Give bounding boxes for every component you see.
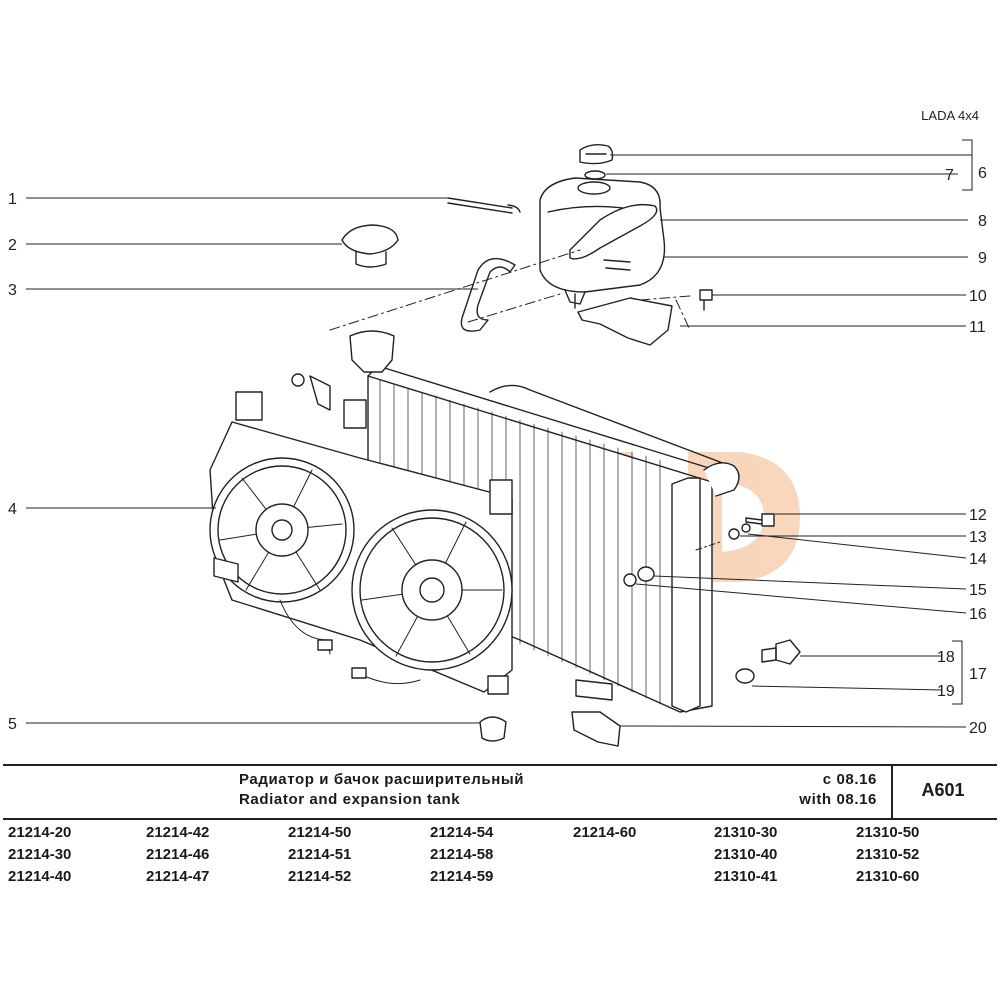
- radiator-cap: [341, 224, 399, 268]
- model-code: 21214-40: [8, 868, 72, 885]
- callout-10: 10: [969, 288, 987, 305]
- date-en: with 08.16: [799, 791, 877, 808]
- radiator-hose: [460, 257, 516, 332]
- callout-12: 12: [969, 507, 987, 524]
- model-code: 21310-52: [856, 846, 920, 863]
- callout-8: 8: [978, 213, 987, 230]
- callout-4: 4: [8, 501, 17, 518]
- model-code: 21214-46: [146, 846, 210, 863]
- model-code: 21214-54: [430, 824, 494, 841]
- model-column: 21310-30 21310-40 21310-41: [714, 822, 777, 888]
- callout-16: 16: [969, 606, 987, 623]
- tank-cap: [579, 143, 614, 165]
- drain-plug: [761, 639, 801, 665]
- callout-3: 3: [8, 282, 17, 299]
- mounting-bolt: [695, 513, 775, 551]
- model-code: 21214-47: [146, 868, 210, 885]
- radiator: [291, 330, 740, 713]
- fan-grommet: [479, 716, 507, 742]
- callout-1: 1: [8, 191, 17, 208]
- leader-lines: [26, 139, 973, 728]
- drain-plug-seal: [735, 668, 755, 684]
- fan-assembly: [209, 391, 513, 695]
- diagram-code: A601: [921, 780, 965, 800]
- model-code: 21214-60: [573, 824, 637, 841]
- callout-13: 13: [969, 529, 987, 546]
- model-code: 21214-50: [288, 824, 352, 841]
- callout-9: 9: [978, 250, 987, 267]
- model-column: 21310-50 21310-52 21310-60: [856, 822, 919, 888]
- title-block: Радиатор и бачок расширительный Radiator…: [3, 764, 997, 820]
- model-code: 21214-59: [430, 868, 494, 885]
- tank-strap: [569, 203, 658, 260]
- model-code: 21214-51: [288, 846, 352, 863]
- callout-19: 19: [937, 683, 955, 700]
- model-code: 21310-40: [714, 846, 778, 863]
- callout-6: 6: [978, 165, 987, 182]
- parts-diagram: 1 2 3 4 5 6 7 8 9 10 11 12 13 14 15 16 1…: [8, 139, 987, 747]
- callout-11: 11: [969, 319, 986, 336]
- tank-screw: [699, 289, 713, 311]
- title-ru: Радиатор и бачок расширительный: [239, 771, 525, 788]
- date-ru: с 08.16: [822, 771, 877, 788]
- tank-bracket: [577, 297, 673, 346]
- model-code: 21310-50: [856, 824, 920, 841]
- hose-clamp: [447, 197, 521, 214]
- model-code: 21310-30: [714, 824, 778, 841]
- model-code: 21310-41: [714, 868, 778, 885]
- radiator-support: [571, 711, 621, 747]
- model-code: 21310-60: [856, 868, 920, 885]
- brand-label: LADA 4x4: [921, 108, 979, 123]
- model-code: 21214-52: [288, 868, 352, 885]
- model-code: 21214-42: [146, 824, 210, 841]
- model-code: 21214-20: [8, 824, 72, 841]
- callout-14: 14: [969, 551, 987, 568]
- callout-15: 15: [969, 582, 987, 599]
- callout-7: 7: [945, 167, 954, 184]
- model-code: 21214-30: [8, 846, 72, 863]
- model-code: 21214-58: [430, 846, 494, 863]
- model-list: 21214-20 21214-30 21214-40 21214-42 2121…: [0, 822, 1000, 892]
- model-column: 21214-42 21214-46 21214-47: [146, 822, 209, 888]
- callout-17: 17: [969, 666, 987, 683]
- title-divider: [891, 766, 893, 818]
- callout-18: 18: [937, 649, 955, 666]
- callout-5: 5: [8, 716, 17, 733]
- callout-20: 20: [969, 720, 987, 737]
- model-column: 21214-20 21214-30 21214-40: [8, 822, 71, 888]
- title-en: Radiator and expansion tank: [239, 791, 461, 808]
- guide-line: [329, 249, 691, 331]
- model-column: 21214-60: [573, 822, 636, 844]
- mounting-bushing: [623, 566, 655, 587]
- model-column: 21214-54 21214-58 21214-59: [430, 822, 493, 888]
- cap-seal: [584, 170, 606, 180]
- callout-2: 2: [8, 237, 17, 254]
- model-column: 21214-50 21214-51 21214-52: [288, 822, 351, 888]
